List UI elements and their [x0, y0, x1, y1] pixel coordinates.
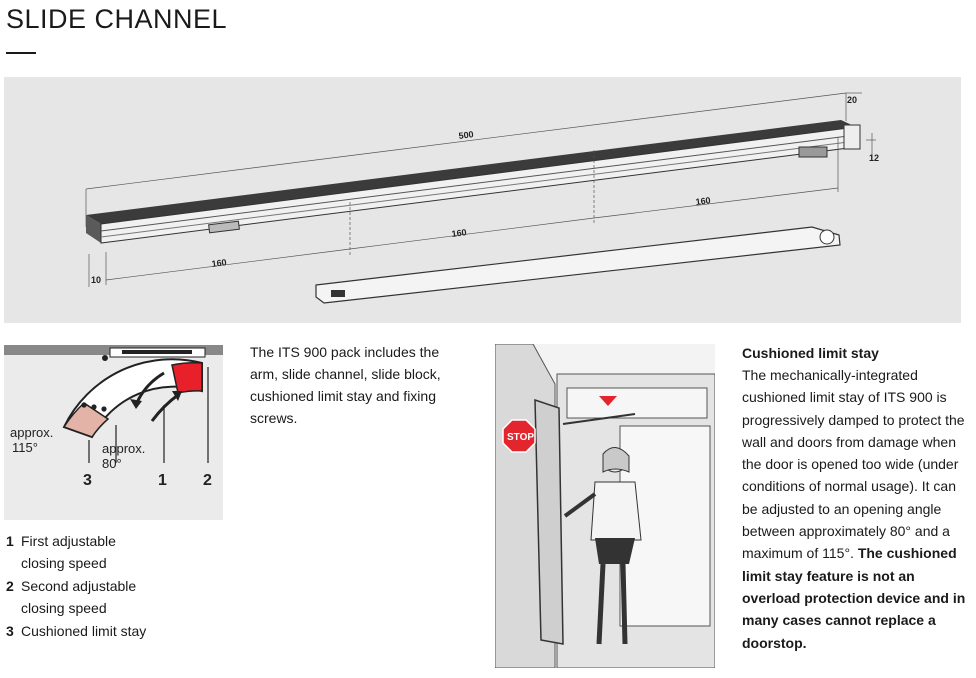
legend-num: 3	[6, 623, 14, 639]
arm-hole	[819, 229, 835, 245]
pack-description: The ITS 900 pack includes the arm, slide…	[250, 344, 441, 426]
label-80-line2: 80°	[102, 456, 122, 471]
slide-channel-drawing-svg: 500 20 12 10 160 160 160	[85, 92, 879, 304]
marker-3: 3	[83, 472, 92, 489]
legend-line1: First adjustable	[21, 533, 116, 549]
dim-spacing-3: 160	[695, 195, 711, 207]
down-arrow-icon	[599, 396, 617, 406]
cushioned-limit-stay-description: The mechanically-integrated cushioned li…	[742, 367, 965, 562]
page-title: SLIDE CHANNEL	[6, 4, 228, 34]
door-panel	[534, 398, 564, 645]
title-underline	[6, 52, 36, 54]
dim-left-height: 10	[91, 275, 101, 285]
person-figure	[590, 481, 642, 541]
red-zone	[171, 362, 203, 394]
legend-num: 2	[6, 578, 14, 594]
arm-slot	[331, 290, 345, 297]
cushioned-limit-stay-warning: The cushioned limit stay feature is not …	[742, 545, 966, 651]
cushioned-limit-stay-heading: Cushioned limit stay	[742, 345, 879, 361]
legend-item-2: 2 Second adjustable closing speed	[6, 575, 136, 619]
slide-arm	[315, 226, 841, 304]
door-illustration: STOP	[495, 344, 715, 668]
legend-item-3: 3 Cushioned limit stay	[6, 620, 146, 642]
legend-line2: closing speed	[21, 600, 107, 616]
dim-overall-length: 500	[458, 129, 474, 141]
dim-height: 12	[869, 153, 879, 163]
door-illustration-svg: STOP	[495, 344, 715, 668]
stop-sign-icon	[502, 419, 536, 453]
legend-item-1: 1 First adjustable closing speed	[6, 530, 116, 574]
closing-arrow-2	[150, 393, 179, 422]
slide-block	[208, 220, 240, 234]
limit-stay-diagram-svg: approx. 115° approx. 80° 3 1 2	[4, 345, 223, 489]
label-80-line1: approx.	[102, 441, 145, 456]
dim-width: 20	[847, 95, 857, 105]
legend-line2: closing speed	[21, 555, 107, 571]
cushioned-zone	[62, 402, 110, 438]
legend-num: 1	[6, 533, 14, 549]
label-115-line2: 115°	[12, 440, 38, 455]
channel-rail-top	[86, 120, 856, 224]
stop-sign-text: STOP	[507, 432, 534, 443]
marker-1: 1	[158, 472, 167, 489]
dim-spacing-2: 160	[451, 227, 467, 239]
slide-channel-drawing: 500 20 12 10 160 160 160	[4, 77, 961, 323]
dim-spacing-1: 160	[211, 257, 227, 269]
legend-line1: Cushioned limit stay	[21, 623, 147, 639]
legend-line1: Second adjustable	[21, 578, 137, 594]
limit-stay-diagram: approx. 115° approx. 80° 3 1 2	[4, 345, 223, 520]
channel-rail-end	[86, 215, 101, 243]
cushioned-limit-stay-body: The mechanically-integrated cushioned li…	[742, 364, 968, 654]
channel-end-profile	[843, 124, 861, 150]
label-115-line1: approx.	[10, 425, 53, 440]
channel-end-cap	[798, 146, 828, 158]
marker-2: 2	[203, 472, 212, 489]
